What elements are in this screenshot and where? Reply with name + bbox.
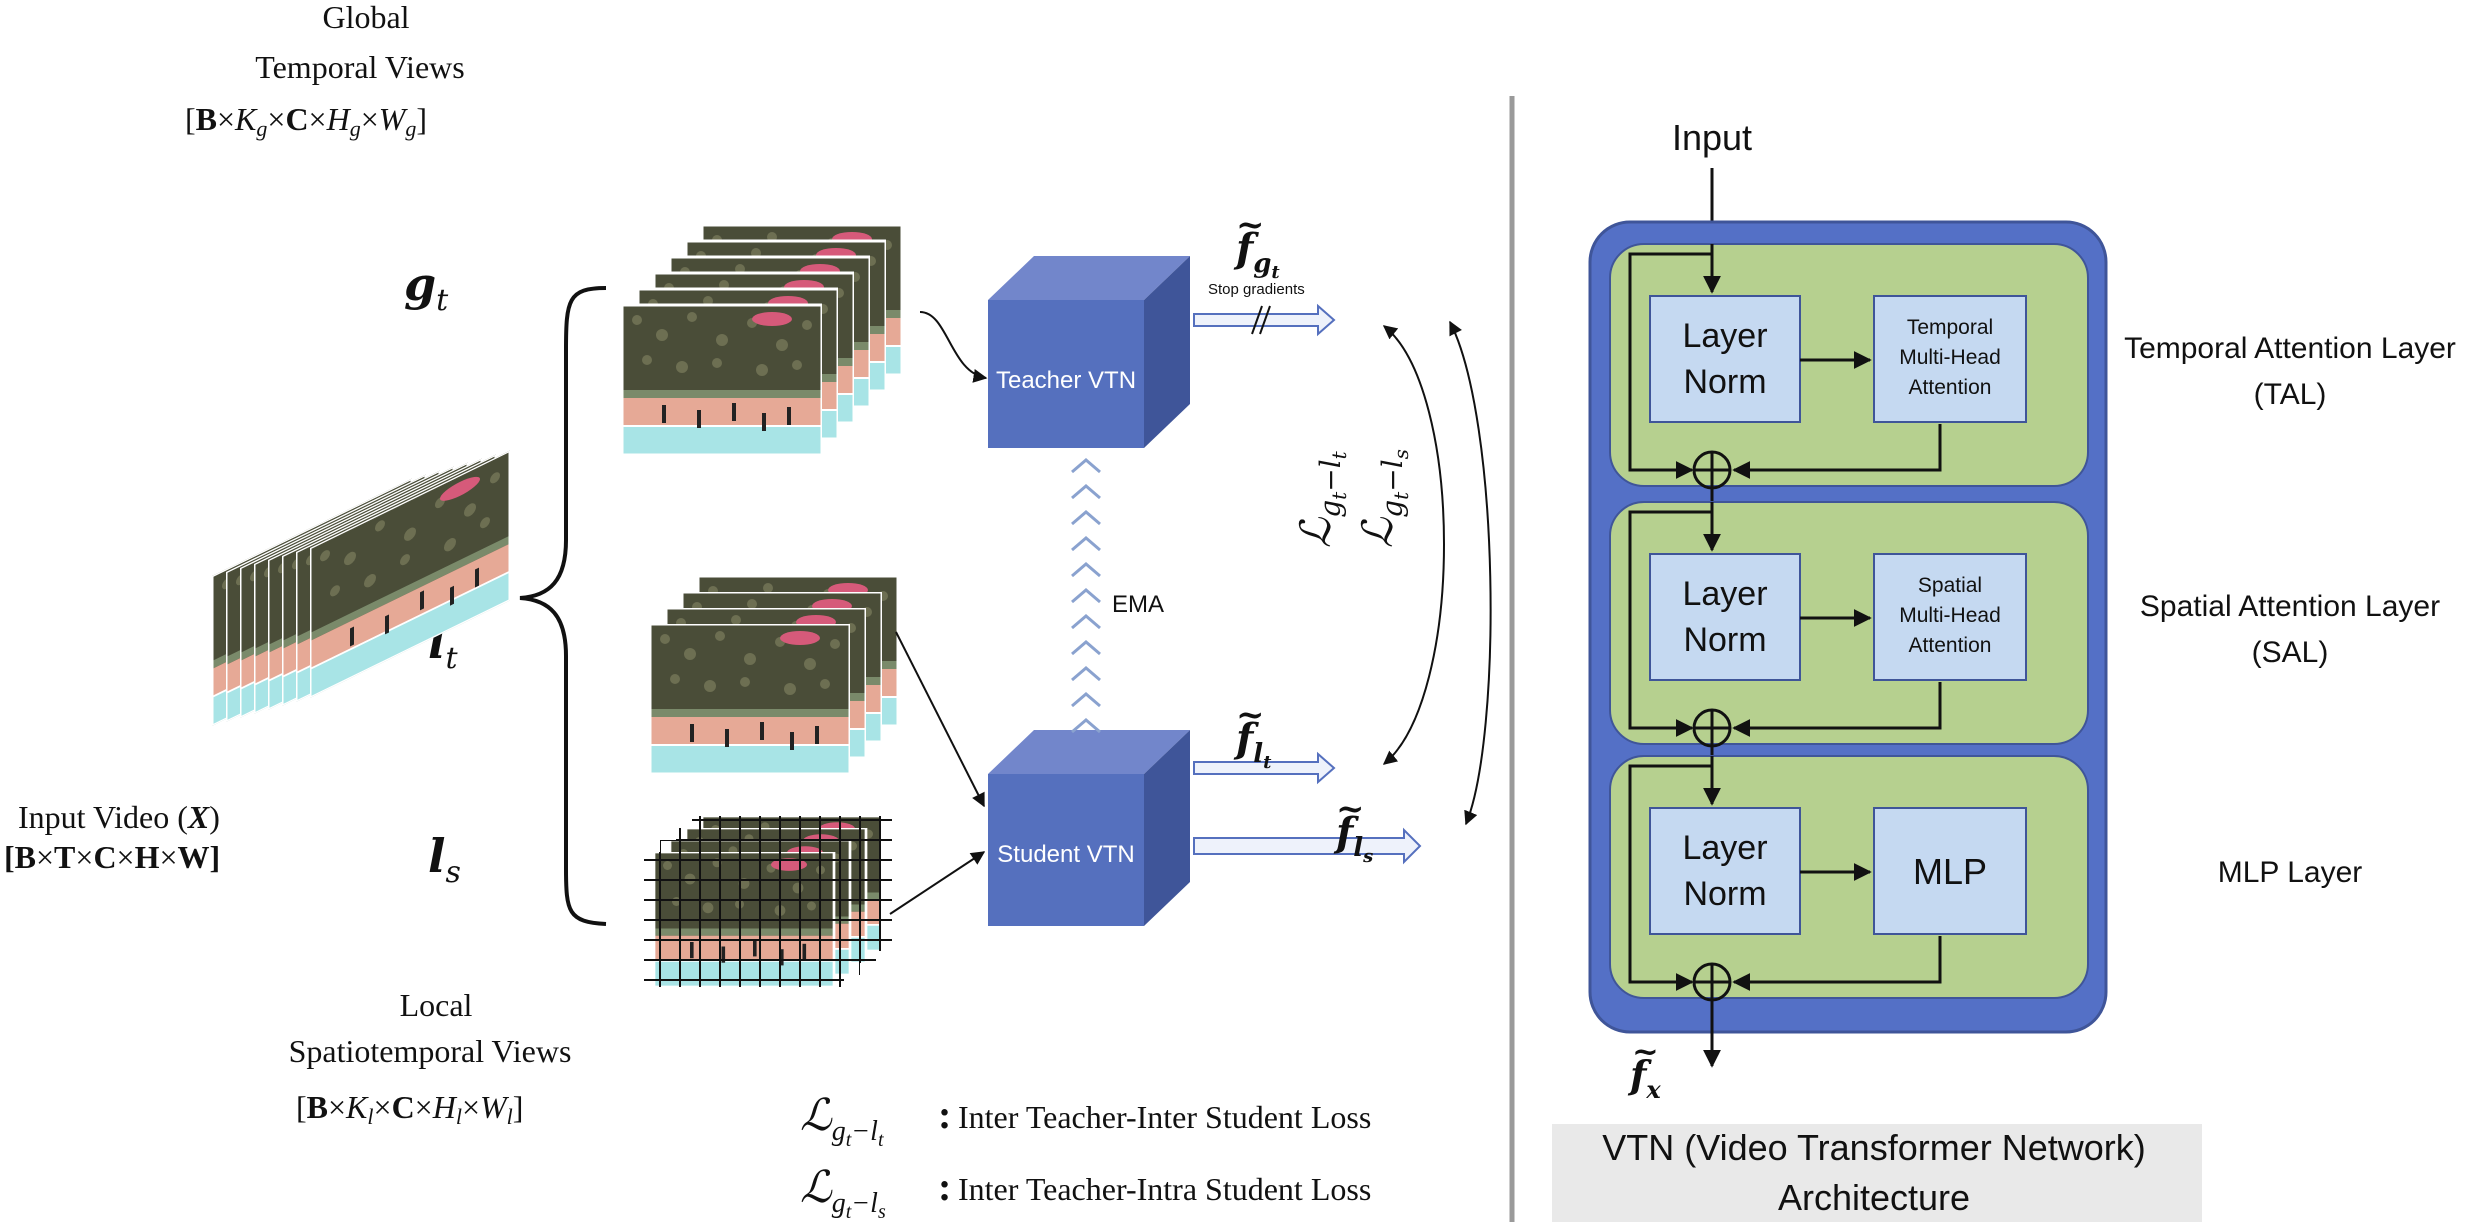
architecture-input-label: Input bbox=[1672, 117, 1752, 158]
svg-text::: : bbox=[938, 1092, 951, 1137]
caption-background bbox=[1552, 1124, 2202, 1222]
input-video-dims: [B×T×C×H×W] bbox=[4, 839, 220, 875]
operation-label: Multi-Head bbox=[1899, 346, 2001, 369]
operation-label: Attention bbox=[1909, 634, 1992, 657]
ema-label: EMA bbox=[1112, 591, 1164, 618]
caption-line1: VTN (Video Transformer Network) bbox=[1602, 1127, 2145, 1168]
local-spatial-view-stack bbox=[644, 816, 892, 987]
f-lt-label: flt ~ bbox=[1233, 695, 1272, 773]
layer-norm-label: Layer bbox=[1682, 829, 1767, 867]
operation-box bbox=[1873, 295, 2027, 423]
local-spatial-view-frame bbox=[644, 852, 844, 987]
loss-gt-lt-arc bbox=[1382, 325, 1445, 765]
legend-item-gt-lt: ℒgt−lt : Inter Teacher-Inter Student Los… bbox=[800, 1091, 1371, 1151]
operation-label: Temporal bbox=[1907, 316, 1993, 339]
local-temporal-view-stack bbox=[650, 576, 898, 774]
student-vtn-label: Student VTN bbox=[997, 841, 1134, 868]
svg-text:~: ~ bbox=[1236, 205, 1265, 245]
svg-text:[B×T×C×H×W]: [B×T×C×H×W] bbox=[4, 839, 220, 875]
operation-label: MLP bbox=[1913, 851, 1987, 892]
legend-item-gt-ls: ℒgt−ls : Inter Teacher-Intra Student Los… bbox=[800, 1163, 1371, 1222]
operation-label: Attention bbox=[1909, 376, 1992, 399]
svg-text:ls: ls bbox=[428, 829, 461, 890]
teacher-output-arrow bbox=[1193, 303, 1336, 337]
local-t-to-student-arrow bbox=[895, 631, 985, 808]
svg-text:~: ~ bbox=[1336, 789, 1365, 829]
global-views-dims: [B×Kg×C×Hg×Wg] bbox=[185, 101, 427, 141]
global-to-teacher-arrow bbox=[919, 311, 988, 383]
operation-label: Spatial bbox=[1918, 574, 1982, 597]
loss-gt-ls-rotated-label: ℒgt−ls bbox=[1353, 449, 1413, 548]
global-views-label-line1: Global bbox=[322, 0, 409, 35]
svg-text:ℒgt−ls: ℒgt−ls bbox=[1353, 449, 1413, 548]
layer-side-label: MLP Layer bbox=[2218, 856, 2363, 889]
layer-norm-box bbox=[1649, 553, 1801, 681]
global-view-frame bbox=[622, 303, 822, 457]
operation-box bbox=[1873, 553, 2027, 681]
f-ls-label: fls ~ bbox=[1333, 789, 1373, 867]
svg-text:gt: gt bbox=[404, 257, 449, 318]
layer-norm-label: Norm bbox=[1683, 363, 1766, 401]
svg-text:ℒgt−ls: ℒgt−ls bbox=[800, 1163, 886, 1222]
views-brace bbox=[519, 286, 607, 926]
student-vtn-cube bbox=[988, 730, 1190, 926]
local-views-dims: [B×Kl×C×Hl×Wl] bbox=[296, 1089, 523, 1129]
layer-side-label: (SAL) bbox=[2252, 636, 2329, 669]
layer-side-label: (TAL) bbox=[2254, 378, 2327, 411]
svg-text:[B×Kl×C×Hl×Wl]: [B×Kl×C×Hl×Wl] bbox=[296, 1089, 523, 1129]
svg-text:[B×Kg×C×Hg×Wg]: [B×Kg×C×Hg×Wg] bbox=[185, 101, 427, 141]
svg-text:Input Video (X): Input Video (X) bbox=[18, 799, 220, 835]
layer-norm-box bbox=[1649, 295, 1801, 423]
input-video-frames bbox=[212, 450, 510, 726]
loss-gt-lt-rotated-label: ℒgt−lt bbox=[1291, 450, 1351, 548]
layer-norm-label: Layer bbox=[1682, 575, 1767, 613]
teacher-vtn-cube bbox=[988, 256, 1190, 448]
svg-text:~: ~ bbox=[1632, 1032, 1659, 1070]
local-temporal-view-frame bbox=[650, 624, 850, 774]
ema-chevrons bbox=[1071, 458, 1101, 734]
student-ls-output-arrow bbox=[1193, 827, 1422, 865]
layer-norm-label: Norm bbox=[1683, 875, 1766, 913]
svg-text:fx: fx bbox=[1627, 1052, 1661, 1104]
svg-text:ℒgt−lt: ℒgt−lt bbox=[800, 1091, 884, 1151]
svg-text::: : bbox=[938, 1164, 951, 1209]
teacher-vtn-label: Teacher VTN bbox=[996, 367, 1136, 394]
f-gt-label: fgt ~ bbox=[1233, 205, 1280, 283]
architecture-output-label: fx ~ bbox=[1627, 1032, 1661, 1104]
global-view-stack bbox=[622, 223, 902, 457]
caption-line2: Architecture bbox=[1778, 1177, 1970, 1218]
layer-side-label: Temporal Attention Layer bbox=[2124, 332, 2456, 365]
layer-side-label: Spatial Attention Layer bbox=[2140, 590, 2440, 623]
legend-text-gt-lt: Inter Teacher-Inter Student Loss bbox=[958, 1099, 1371, 1135]
operation-box bbox=[1873, 807, 2027, 935]
svg-text:ℒgt−lt: ℒgt−lt bbox=[1291, 450, 1351, 548]
local-s-to-student-arrow bbox=[889, 851, 986, 915]
g-t-symbol: gt bbox=[404, 257, 449, 318]
layer-norm-box bbox=[1649, 807, 1801, 935]
operation-label: Multi-Head bbox=[1899, 604, 2001, 627]
student-lt-output-arrow bbox=[1193, 751, 1336, 785]
local-views-label-line2: Spatiotemporal Views bbox=[289, 1033, 572, 1069]
stop-gradients-label: Stop gradients bbox=[1208, 281, 1305, 298]
svg-text:~: ~ bbox=[1236, 695, 1265, 735]
global-views-label-line2: Temporal Views bbox=[255, 49, 464, 85]
layer-norm-label: Norm bbox=[1683, 621, 1766, 659]
legend-text-gt-ls: Inter Teacher-Intra Student Loss bbox=[958, 1171, 1371, 1207]
input-video-label: Input Video (X) bbox=[18, 799, 220, 835]
layer-norm-label: Layer bbox=[1682, 317, 1767, 355]
loss-gt-ls-arc bbox=[1449, 320, 1492, 826]
local-views-label-line1: Local bbox=[400, 987, 473, 1023]
l-s-symbol: ls bbox=[428, 829, 461, 890]
